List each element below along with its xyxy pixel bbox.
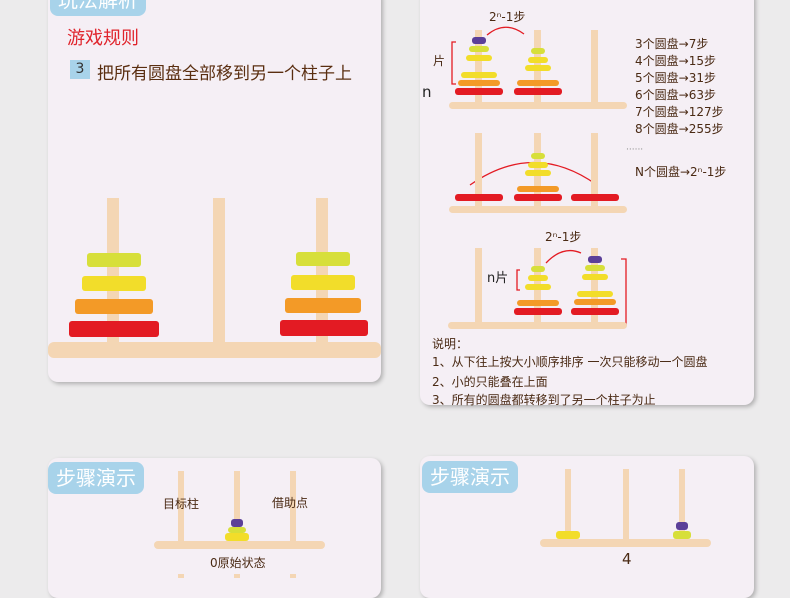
note-item: 2、小的只能叠在上面 <box>432 375 548 389</box>
steps-item: 4个圆盘→15步 <box>635 54 716 68</box>
demo-caption: 0原始状态 <box>210 556 266 570</box>
rule-text: 把所有圆盘全部移到另一个柱子上 <box>97 64 352 84</box>
steps-item: 5个圆盘→31步 <box>635 71 716 85</box>
note-item: 1、从下往上按大小顺序排序 一次只能移动一个圆盘 <box>432 355 708 369</box>
note-item: 3、所有的圆盘都转移到了另一个柱子为止 <box>432 393 656 407</box>
bracket-label: 片 <box>433 54 446 68</box>
formula-label: 2ⁿ-1步 <box>489 10 526 24</box>
ellipsis: ······ <box>626 145 644 155</box>
rules-heading: 游戏规则 <box>67 28 139 49</box>
general-formula: N个圆盘→2ⁿ-1步 <box>635 165 727 179</box>
formula-label: 2ⁿ-1步 <box>545 230 582 244</box>
demo-caption: 4 <box>622 550 632 568</box>
steps-list: 3个圆盘→7步 4个圆盘→15步 5个圆盘→31步 6个圆盘→63步 7个圆盘→… <box>635 35 724 137</box>
section-tag: 玩法解析 <box>50 0 146 16</box>
steps-item: 8个圆盘→255步 <box>635 122 724 136</box>
steps-item: 3个圆盘→7步 <box>635 37 709 51</box>
rule-number: 3 <box>70 60 90 79</box>
section-tag: 步骤演示 <box>422 461 518 493</box>
target-peg-label: 目标柱 <box>163 497 200 511</box>
section-tag: 步骤演示 <box>48 462 144 494</box>
steps-item: 7个圆盘→127步 <box>635 105 724 119</box>
steps-item: 6个圆盘→63步 <box>635 88 716 102</box>
notes-title: 说明： <box>432 337 469 351</box>
bracket-label: n片 <box>487 271 509 286</box>
helper-peg-label: 借助点 <box>272 496 309 510</box>
n-label: n <box>422 83 432 101</box>
